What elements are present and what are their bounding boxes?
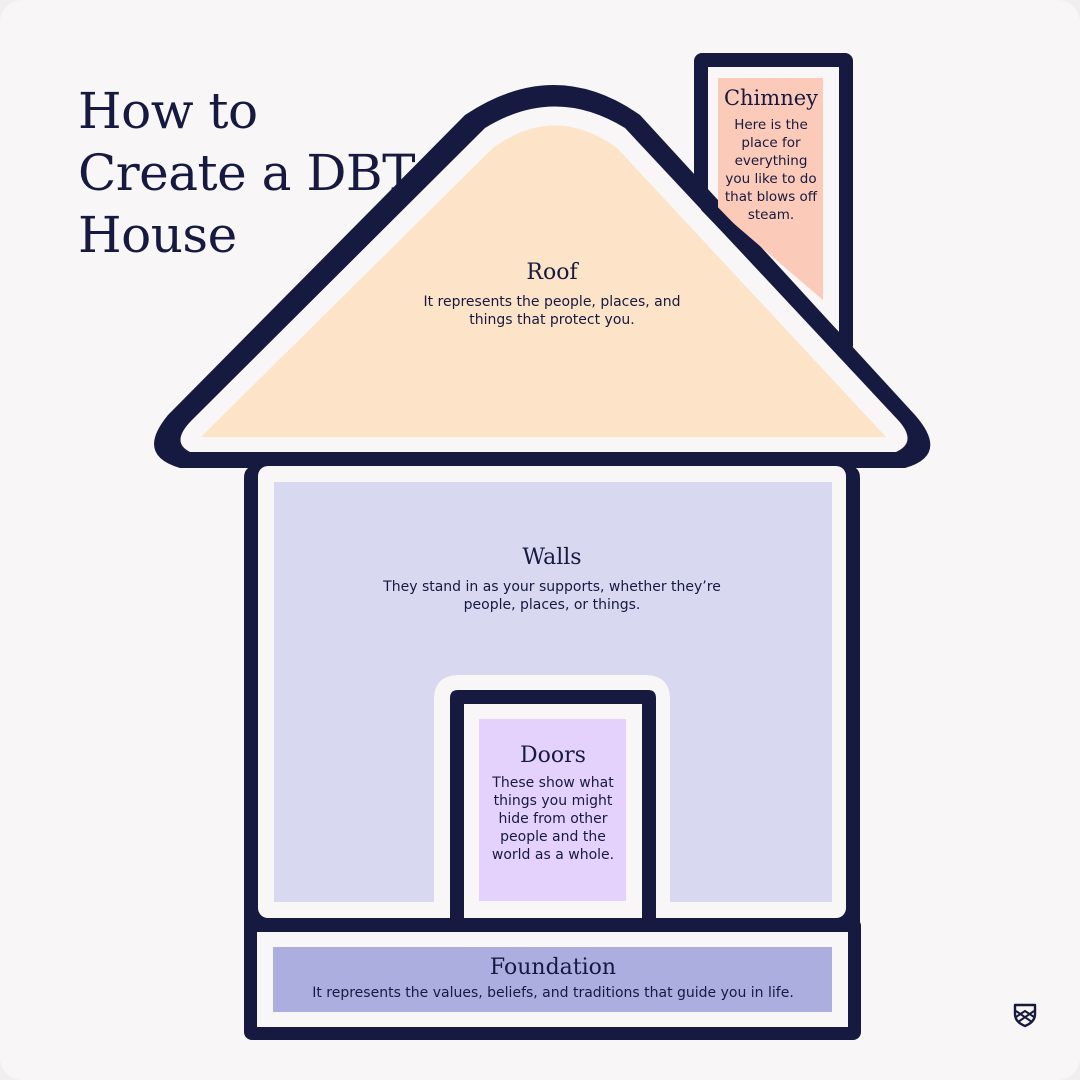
foundation-fill	[273, 947, 832, 1012]
roof-fill	[201, 125, 886, 437]
chimney-description: Here is the place for everything you lik…	[724, 117, 818, 223]
doors-label: Doors These show what things you might h…	[484, 742, 622, 864]
chimney-label: Chimney Here is the place for everything…	[722, 84, 820, 224]
walls-description: They stand in as your supports, whether …	[383, 579, 721, 613]
roof-description: It represents the people, places, and th…	[423, 294, 681, 328]
doors-heading: Doors	[520, 743, 586, 768]
chimney-heading: Chimney	[723, 86, 819, 110]
roof-label: Roof It represents the people, places, a…	[420, 259, 684, 329]
foundation-heading: Foundation	[489, 955, 617, 980]
doors-fill	[479, 719, 626, 901]
chimney-roof-junction	[700, 200, 848, 350]
foundation-description: It represents the values, beliefs, and t…	[312, 985, 794, 1001]
walls-label: Walls They stand in as your supports, wh…	[380, 544, 724, 614]
roof-heading: Roof	[526, 260, 578, 285]
page-title: How to Create a DBT House	[78, 82, 416, 264]
shield-icon	[1013, 1003, 1037, 1028]
foundation-label: Foundation It represents the values, bel…	[274, 954, 832, 1002]
doors-description: These show what things you might hide fr…	[491, 775, 615, 863]
chimney-fill	[718, 78, 823, 300]
walls-heading: Walls	[522, 545, 582, 570]
